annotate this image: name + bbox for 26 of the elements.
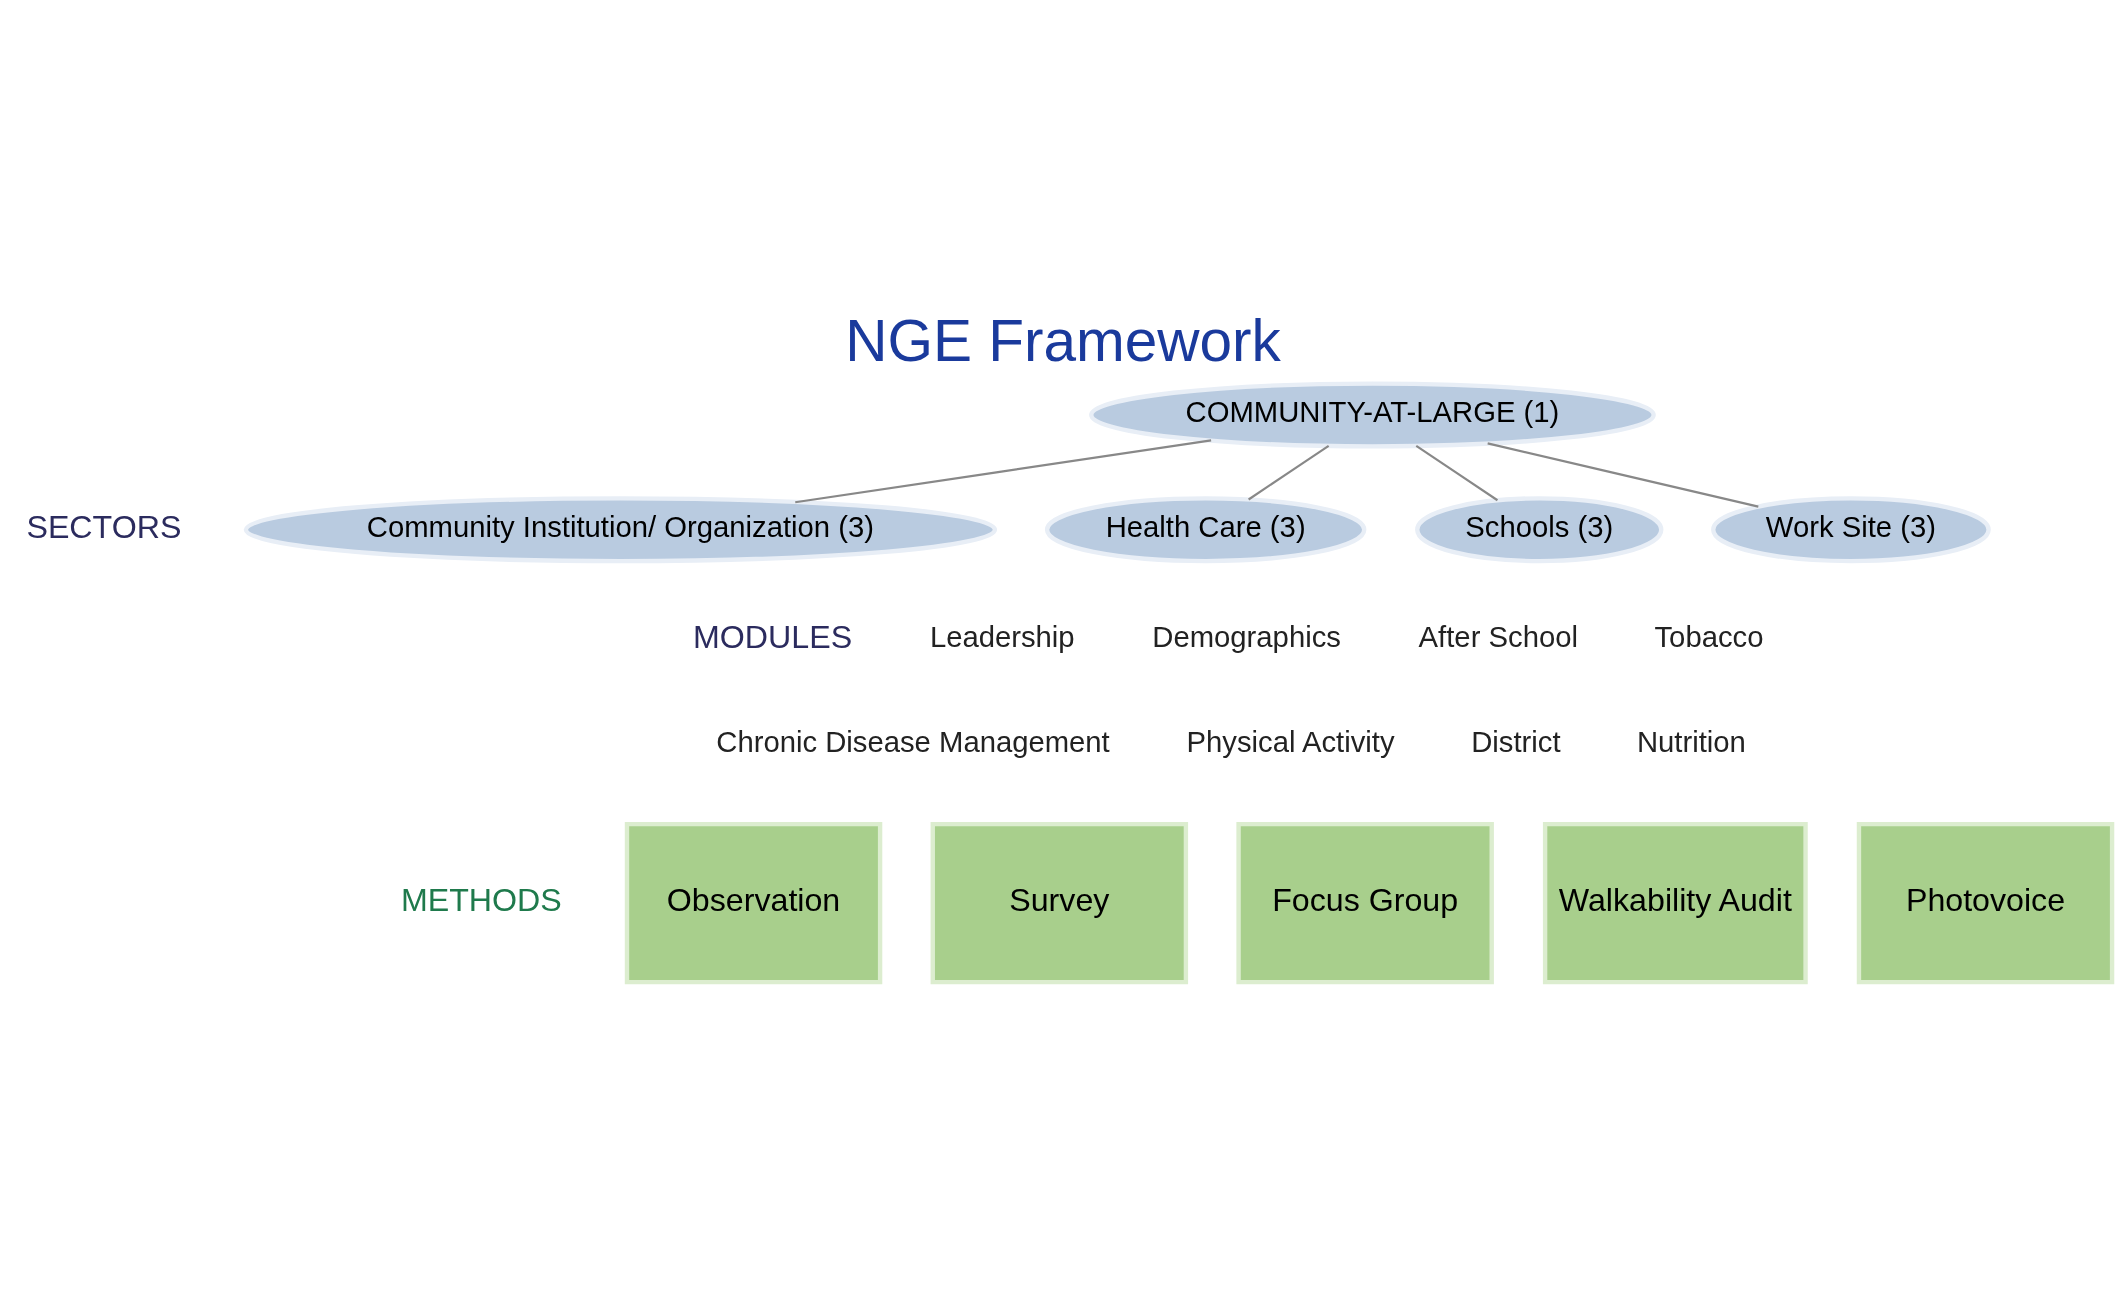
- node-ellipse: COMMUNITY-AT-LARGE (1): [1089, 380, 1656, 449]
- connector: [1415, 444, 1499, 501]
- label: Nutrition: [1636, 725, 1746, 758]
- label: MODULES: [693, 618, 853, 655]
- label: METHODS: [400, 881, 562, 918]
- node-box: Survey: [930, 821, 1189, 984]
- label: District: [1471, 725, 1561, 758]
- connector: [1487, 441, 1759, 508]
- label: Chronic Disease Management: [716, 725, 1110, 758]
- node-ellipse: Community Institution/ Organization (3): [243, 495, 998, 563]
- node-ellipse: Schools (3): [1415, 495, 1664, 563]
- connector: [1248, 444, 1330, 500]
- label: Leadership: [929, 620, 1075, 653]
- label: Physical Activity: [1186, 725, 1395, 758]
- label: After School: [1418, 620, 1578, 653]
- diagram-title: NGE Framework: [845, 307, 1281, 373]
- label: Demographics: [1152, 620, 1341, 653]
- connector: [795, 438, 1212, 503]
- node-box: Walkability Audit: [1542, 821, 1808, 984]
- node-box: Photovoice: [1856, 821, 2115, 984]
- node-box: Focus Group: [1236, 821, 1494, 984]
- node-ellipse: Health Care (3): [1044, 495, 1367, 563]
- label: Tobacco: [1654, 620, 1764, 653]
- label: SECTORS: [26, 508, 182, 545]
- node-ellipse: Work Site (3): [1711, 495, 1991, 563]
- node-box: Observation: [624, 821, 883, 984]
